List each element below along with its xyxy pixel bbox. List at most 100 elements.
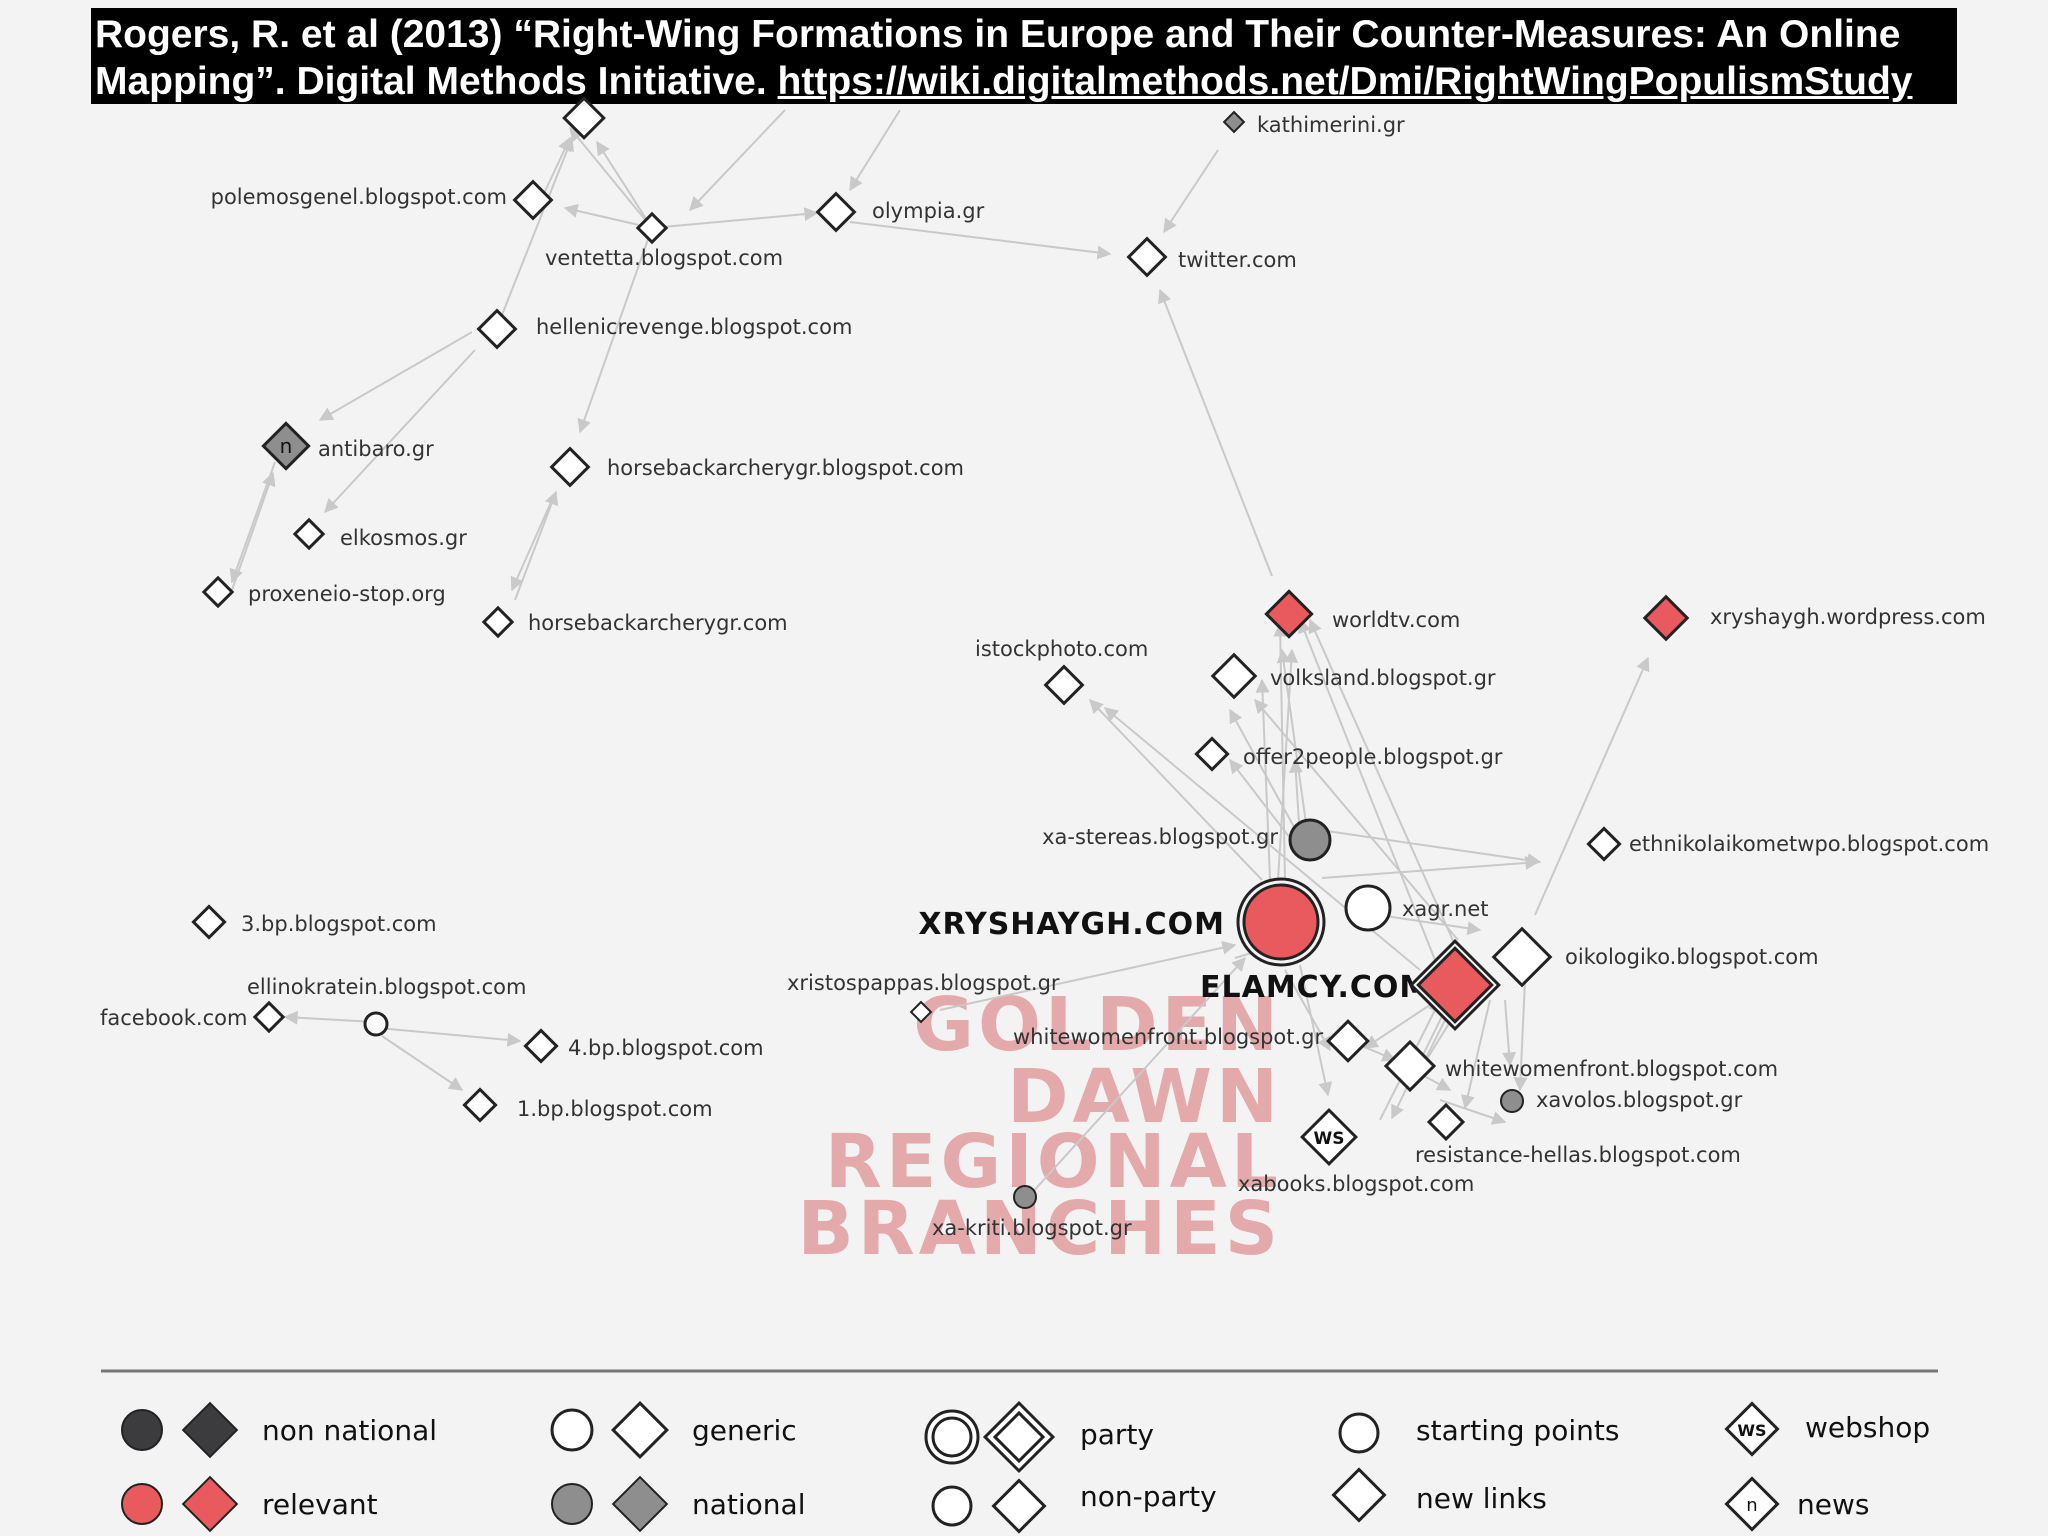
node-xabooks[interactable] [1300,1108,1358,1166]
node-facebook[interactable] [252,1000,286,1034]
node-resistance[interactable] [1426,1102,1466,1142]
edge [510,499,553,592]
edge [1158,288,1273,577]
legend-webshop-diamond [1724,1401,1780,1457]
edge [1229,708,1301,839]
legend-non-party-circle [931,1485,973,1527]
node-ethnikolaiko[interactable] [1586,826,1622,862]
node-xristospappas[interactable] [909,1000,933,1024]
label-bp4: 4.bp.blogspot.com [568,1036,764,1060]
node-top-unlabeled[interactable] [562,96,606,140]
label-xagr: xagr.net [1402,897,1488,921]
edge [514,490,559,601]
label-horsebackgr: horsebackarcherygr.com [528,611,788,635]
node-ventetta[interactable] [635,211,669,245]
legend-non-national-diamond [181,1401,239,1459]
node-hellenicrevenge[interactable] [476,308,518,350]
label-elkosmos: elkosmos.gr [340,526,467,550]
legend-webshop-icon: WS [1737,1421,1766,1440]
node-horsebackgr[interactable] [481,605,515,639]
edge [539,136,571,203]
node-twitter[interactable] [1126,236,1168,278]
node-whitewomen-com[interactable] [1383,1039,1437,1093]
node-xavolos[interactable] [1500,1089,1524,1113]
edge [1298,618,1436,961]
label-xa-kriti: xa-kriti.blogspot.gr [932,1216,1132,1240]
edge [1308,618,1456,946]
citation-text: Mapping”. Digital Methods Initiative. [95,60,778,103]
node-xryshaygh-com[interactable] [1242,883,1320,961]
label-polemosgenel: polemosgenel.blogspot.com [211,185,507,209]
node-antibaro[interactable] [261,421,311,471]
legend-non-national-circle [121,1409,163,1451]
watermark: GOLDEN DAWN REGIONAL BRANCHES [797,982,1282,1272]
legend-relevant-label: relevant [262,1488,378,1521]
legend-relevant-diamond [181,1475,239,1533]
edge [1461,999,1491,1110]
label-resistance: resistance-hellas.blogspot.com [1415,1143,1741,1167]
node-elamcy[interactable] [1416,946,1494,1024]
node-offer2people[interactable] [1194,736,1230,772]
label-proxeneio: proxeneio-stop.org [248,582,446,606]
node-xryshaygh-wp[interactable] [1642,594,1690,642]
node-olympia[interactable] [815,191,857,233]
label-whitewomen-com: whitewomenfront.blogspot.com [1445,1057,1778,1081]
node-xagr[interactable] [1344,884,1392,932]
node-bp4[interactable] [523,1028,559,1064]
edge [849,109,901,192]
watermark-line-2: DAWN [1007,1054,1282,1140]
legend-news-diamond [1724,1476,1780,1532]
legend-party-circle-inner [931,1416,973,1458]
node-polemosgenel[interactable] [512,179,554,221]
edge [651,207,819,229]
label-istockphoto: istockphoto.com [975,637,1148,661]
label-hellenicrevenge: hellenicrevenge.blogspot.com [536,315,852,339]
node-istockphoto[interactable] [1043,664,1085,706]
nodes: kathimerini.gr polemosgenel.blogspot.com… [100,96,1989,1240]
legend-starting-points-circle [1338,1412,1380,1454]
node-bp1[interactable] [462,1087,498,1123]
edge [1319,829,1542,868]
edge [381,1035,464,1091]
legend-news-label: news [1797,1488,1869,1521]
legend-generic-label: generic [692,1414,797,1447]
node-xa-stereas[interactable] [1288,818,1332,862]
node-kathimerini[interactable] [1222,110,1246,134]
edge [596,140,653,229]
legend-news-icon: n [1746,1495,1757,1516]
node-volksland[interactable] [1210,652,1258,700]
node-elkosmos[interactable] [292,517,326,551]
label-olympia: olympia.gr [872,199,985,223]
legend-webshop-label: webshop [1805,1411,1930,1444]
edge [499,136,574,321]
edge [1277,648,1299,881]
edge [849,221,1112,260]
label-whitewomen-gr: whitewomenfront.blogspot.gr [1013,1025,1324,1049]
edge [1513,979,1528,1092]
legend-party-label: party [1080,1418,1154,1451]
edge [1284,969,1331,1052]
node-worldtv[interactable] [1264,589,1314,639]
legend-new-links-diamond [1331,1467,1387,1523]
edge [689,109,786,212]
label-xryshaygh-wp: xryshaygh.wordpress.com [1710,605,1986,629]
label-xa-stereas: xa-stereas.blogspot.gr [1042,825,1278,849]
legend-party-diamond-inner [992,1410,1046,1464]
node-xa-kriti[interactable] [1013,1185,1037,1209]
label-horsebackgr-blog: horsebackarcherygr.blogspot.com [607,456,964,480]
node-whitewomen-gr[interactable] [1326,1019,1370,1063]
legend-relevant-circle [121,1483,163,1525]
edge [577,227,653,434]
edge [1229,758,1291,839]
label-volksland: volksland.blogspot.gr [1270,666,1496,690]
node-horsebackgr-blog[interactable] [549,446,591,488]
node-bp3[interactable] [191,904,227,940]
node-proxeneio[interactable] [201,575,235,609]
citation-link[interactable]: https://wiki.digitalmethods.net/Dmi/Righ… [777,60,1913,103]
legend-national-circle [551,1483,593,1525]
node-ellinokratein[interactable] [363,1011,389,1037]
label-xavolos: xavolos.blogspot.gr [1536,1088,1743,1112]
edge [1276,648,1309,839]
node-oikologiko[interactable] [1491,926,1553,988]
